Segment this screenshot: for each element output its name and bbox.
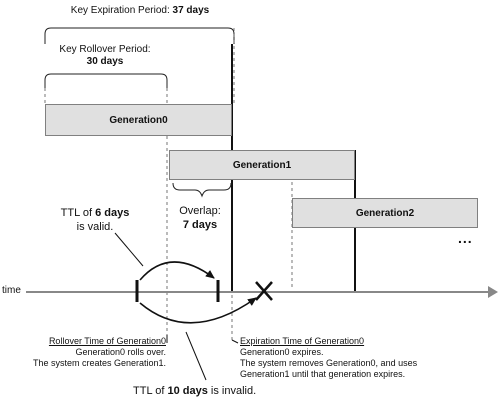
overlap-brace	[172, 182, 232, 198]
ttl-invalid-arrow	[139, 297, 257, 324]
ttl-invalid-callout	[185, 331, 207, 381]
ttl-invalid-label: TTL of 10 days is invalid.	[133, 385, 257, 397]
rollover-period-brace	[44, 73, 168, 88]
expiration-note-line	[231, 339, 239, 344]
time-axis-label: time	[2, 285, 21, 296]
ttl-valid-callout	[114, 232, 144, 267]
ttl-valid-label: TTL of 6 days is valid.	[60, 207, 130, 233]
generation1-bar: Generation1	[169, 150, 355, 180]
overlap-label: Overlap: 7 days	[179, 205, 221, 231]
more-generations-ellipsis: ...	[458, 230, 473, 246]
expiration-period-label: Key Expiration Period: 37 days	[70, 5, 210, 16]
expiration-period-brace	[44, 27, 235, 44]
generation2-bar: Generation2	[292, 198, 478, 228]
expiration-note: Expiration Time of Generation0 Generatio…	[240, 336, 418, 379]
rollover-note: Rollover Time of Generation0 Generation0…	[32, 336, 166, 368]
ttl-invalid-x-b	[255, 281, 273, 301]
time-axis-arrowhead	[488, 286, 498, 298]
generation0-bar: Generation0	[45, 104, 232, 136]
rollover-period-label: Key Rollover Period: 30 days	[59, 44, 151, 67]
ttl-valid-arrow	[139, 261, 215, 281]
